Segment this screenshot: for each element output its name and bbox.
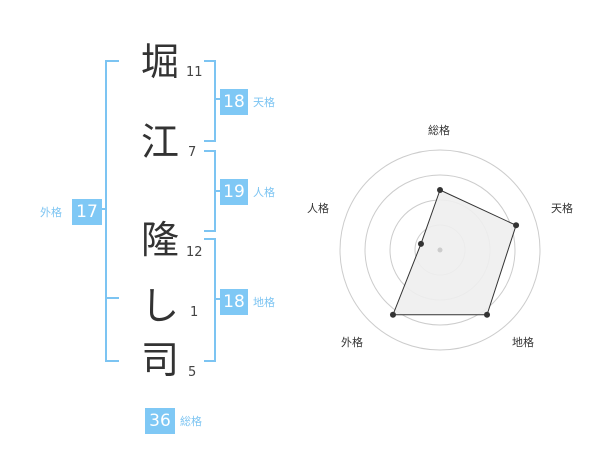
soukaku-value: 36 bbox=[145, 408, 175, 434]
radar-point-1 bbox=[437, 187, 443, 193]
radar-ring-4 bbox=[339, 149, 541, 351]
radar-axis-label-2: 天格 bbox=[551, 202, 573, 215]
radar-point-4 bbox=[389, 311, 396, 318]
radar-axis-label-5: 人格 bbox=[307, 202, 329, 215]
soukaku-label: 総格 bbox=[180, 415, 202, 428]
gaikaku-label: 外格 bbox=[40, 206, 62, 219]
tenkaku-value: 18 bbox=[220, 89, 248, 115]
radar-ring-2 bbox=[389, 199, 491, 301]
jinkaku-label: 人格 bbox=[253, 186, 275, 199]
name-char-3: 隆 bbox=[140, 218, 179, 262]
radar-series-polygon bbox=[392, 189, 517, 316]
jinkaku-tick bbox=[214, 190, 220, 192]
radar-point-2 bbox=[513, 222, 520, 229]
chikaku-tick bbox=[214, 298, 220, 300]
radar-axis-label-4: 外格 bbox=[341, 336, 363, 349]
chikaku-value: 18 bbox=[220, 289, 248, 315]
radar-axis-label-1: 総格 bbox=[428, 124, 450, 137]
gaikaku-tick bbox=[99, 208, 105, 210]
tenkaku-label: 天格 bbox=[253, 96, 275, 109]
jinkaku-value: 19 bbox=[220, 179, 248, 205]
radar-ring-1 bbox=[414, 224, 466, 276]
name-char-5: 司 bbox=[140, 338, 179, 382]
tenkaku-tick bbox=[214, 98, 220, 100]
name-char-4: し bbox=[140, 284, 179, 328]
radar-ring-3 bbox=[364, 174, 516, 326]
stroke-count-5: 5 bbox=[188, 365, 197, 380]
radar-point-5 bbox=[417, 240, 424, 247]
radar-point-3 bbox=[484, 311, 491, 318]
radar-axis-label-3: 地格 bbox=[512, 336, 534, 349]
gaikaku-bracket bbox=[105, 60, 119, 362]
tenkaku-bracket bbox=[204, 60, 216, 142]
stroke-count-4: 1 bbox=[190, 305, 199, 320]
stroke-count-2: 7 bbox=[188, 145, 197, 160]
name-char-1: 堀 bbox=[140, 40, 179, 84]
stroke-count-3: 12 bbox=[186, 245, 203, 260]
chikaku-bracket bbox=[204, 238, 216, 362]
gaikaku-inner-tick bbox=[107, 297, 119, 299]
stroke-count-1: 11 bbox=[186, 65, 203, 80]
gaikaku-value: 17 bbox=[72, 199, 102, 225]
chikaku-label: 地格 bbox=[253, 296, 275, 309]
radar-center-dot bbox=[437, 247, 443, 253]
name-char-2: 江 bbox=[140, 120, 179, 164]
